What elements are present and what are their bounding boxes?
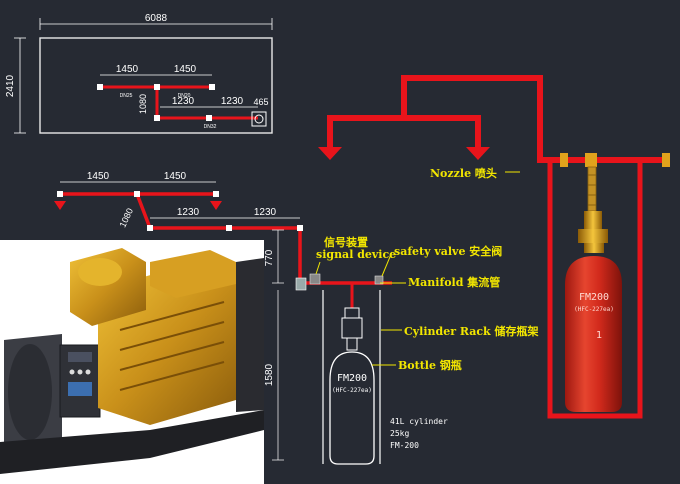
- nozzle-right: [466, 147, 490, 160]
- iso-pipe-main: [135, 193, 302, 283]
- room-height-dim: 2410: [5, 74, 16, 97]
- red-cylinder-rack: [547, 163, 643, 419]
- generator-skid: [0, 410, 264, 474]
- callout-labels: Nozzle 喷头 信号装置 signal device safety valv…: [315, 166, 539, 372]
- cylinder-outline: [329, 351, 375, 465]
- radiator: [236, 258, 264, 412]
- label-cylinder-rack: Cylinder Rack 储存瓶架: [404, 324, 539, 338]
- outline-cylinder-agent: (HFC-227ea): [332, 387, 372, 394]
- label-nozzle: Nozzle 喷头: [430, 166, 497, 180]
- iso-nozzle-right: [210, 201, 222, 210]
- main-discharge-pipe: FM200 (HFC-227ea) 1: [318, 75, 670, 419]
- iso-dim-bottom-right: 1230: [254, 207, 277, 218]
- spec-volume: 41L cylinder: [390, 417, 448, 426]
- plan-dim-drop: 1080: [138, 94, 148, 114]
- room-width-dim: 6088: [145, 13, 168, 24]
- label-signal-device-cn: 信号装置: [324, 235, 368, 249]
- red-cylinder-agent: (HFC-227ea): [574, 306, 614, 313]
- gold-flex-hose: [587, 166, 597, 212]
- plan-view: 6088 2410 1450 1450 DN25 DN20 DN32 1080 …: [5, 13, 273, 134]
- label-bottle: Bottle 钢瓶: [398, 358, 462, 372]
- plan-dim-top-right: 1450: [174, 64, 197, 75]
- plan-dim-bottom-right: 1230: [221, 96, 244, 107]
- riser-height-dim: 770: [264, 249, 275, 266]
- safety-valve: [374, 275, 384, 285]
- outline-cylinder-name: FM200: [337, 373, 367, 384]
- diesel-generator-image: [0, 240, 264, 484]
- pipe-tag-2: DN20: [178, 93, 191, 99]
- iso-dim-drop: 1080: [118, 207, 136, 229]
- red-cylinder-number: 1: [596, 330, 602, 341]
- plan-dim-top-left: 1450: [116, 64, 139, 75]
- protected-room-outline: [39, 37, 273, 134]
- manifold-assembly: FM200 (HFC-227ea) 41L cylinder 25kg FM-2…: [295, 273, 448, 465]
- cylinder-location-symbol: [251, 111, 267, 127]
- red-cylinder: [565, 256, 622, 412]
- cylinder-valve-outline: [341, 317, 363, 339]
- cylinder-height-dim: 1580: [264, 363, 275, 386]
- red-cylinder-valve: [584, 211, 602, 229]
- spec-model: FM-200: [390, 441, 419, 450]
- red-cylinder-name: FM200: [579, 292, 609, 303]
- iso-dim-top-left: 1450: [87, 171, 110, 182]
- nozzle-left: [318, 147, 342, 160]
- iso-nozzle-left: [54, 201, 66, 210]
- spec-weight: 25kg: [390, 429, 409, 438]
- plan-dim-offset: 465: [253, 97, 268, 107]
- iso-dim-top-right: 1450: [164, 171, 187, 182]
- label-manifold: Manifold 集流管: [408, 275, 500, 289]
- label-signal-device-en: signal device: [316, 248, 396, 261]
- isometric-pipe-view: 1450 1450 1080 1230 1230 770 1580: [54, 171, 303, 461]
- pipe-tag-1: DN25: [120, 93, 133, 99]
- plan-dim-bottom-left: 1230: [172, 96, 195, 107]
- pipe-tag-3: DN32: [204, 124, 217, 130]
- label-safety-valve: safety valve 安全阀: [394, 244, 502, 258]
- signal-device: [309, 273, 321, 285]
- iso-dim-bottom-left: 1230: [177, 207, 200, 218]
- upper-nozzle-branch: [327, 115, 481, 150]
- upper-main-pipe: [401, 75, 665, 163]
